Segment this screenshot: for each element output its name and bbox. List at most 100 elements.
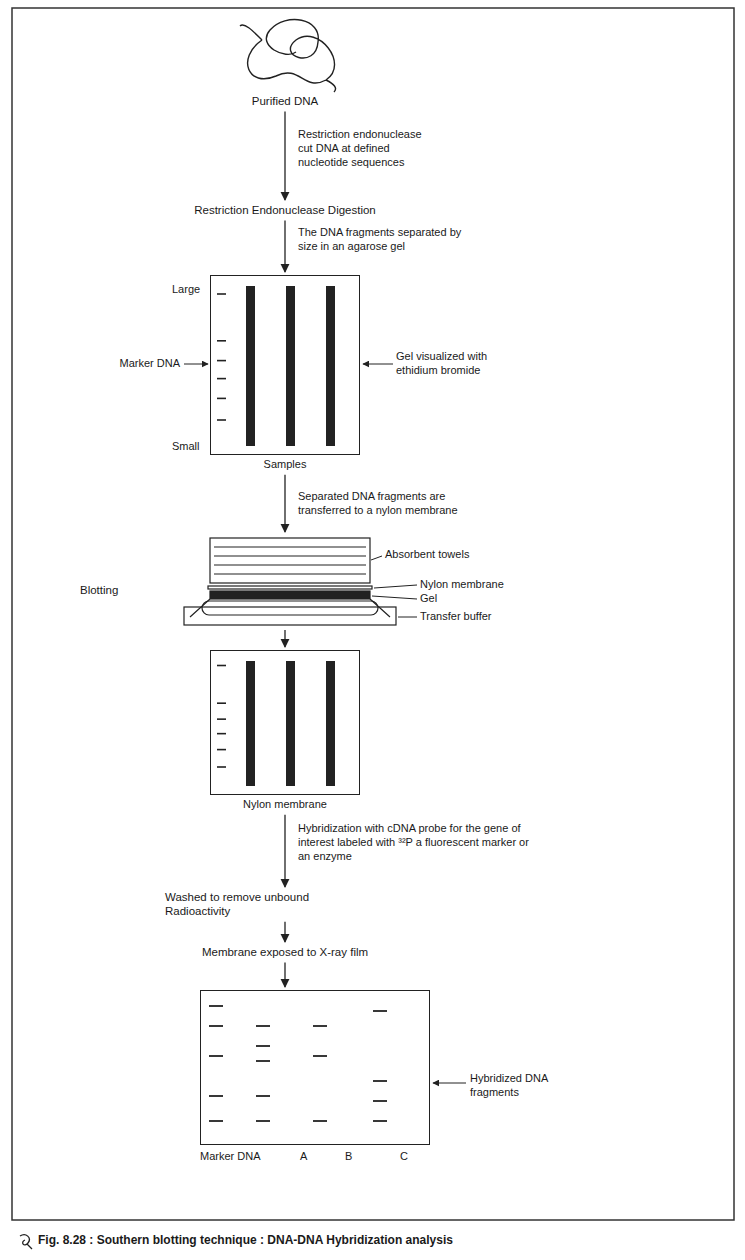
step-label: Blotting [80,583,140,597]
step-label: A [300,1150,345,1164]
marker-band [217,665,226,667]
blot-box [210,275,360,455]
sample-lane [286,661,295,786]
flow-arrow [284,962,285,987]
hybridized-band [209,1055,223,1057]
hybridized-band [373,1010,387,1012]
marker-band [217,398,226,400]
marker-band [217,378,226,380]
leader-line [371,556,382,560]
part-label: Transfer buffer [420,610,492,624]
towel-layer [214,564,366,565]
hybridized-band [373,1080,387,1082]
flow-arrow [284,220,285,272]
part-label: Small [172,440,200,454]
step-label: Nylon membrane [210,798,360,812]
step-label: B [345,1150,400,1164]
hybridized-band [256,1060,270,1062]
hybridized-band [256,1045,270,1047]
hybridized-band [209,1025,223,1027]
band-lane [209,1006,223,1121]
flow-arrow [284,475,285,532]
hybridized-band [373,1120,387,1122]
step-label: Purified DNA [220,94,350,108]
step-note: Hybridization with cDNA probe for the ge… [298,822,543,863]
step-label: Samples [210,458,360,472]
marker-band [217,340,226,342]
gel-slab [210,591,370,599]
step-text: Washed to remove unbound Radioactivity [165,890,325,919]
flow-arrow [284,922,285,942]
step-label: Membrane exposed to X-ray film [180,945,390,959]
step-label: Washed to remove unbound Radioactivity [165,890,325,919]
flow-arrow [284,630,285,647]
hybridized-band [313,1025,327,1027]
dna-strand [240,20,336,92]
band-drawing [201,991,431,1146]
hybridized-band [209,1005,223,1007]
part-label: Marker DNA [80,357,180,371]
hybridized-band [256,1120,270,1122]
flow-arrow [284,815,285,887]
part-label: Hybridized DNA fragments [470,1072,565,1100]
leader-arrow [184,364,208,365]
step-note: Separated DNA fragments are transferred … [298,490,488,518]
buffer-tray [184,607,396,625]
marker-band [217,718,226,720]
leader-arrow [363,364,393,365]
nylon-membrane: Nylon membrane [210,650,360,812]
marker-band [217,766,226,768]
blot-drawing [80,535,410,627]
part-label: Gel [420,592,437,606]
hybridized-band [373,1100,387,1102]
sample-lane [246,286,255,446]
towel-layer [214,546,366,547]
frame [12,8,734,1220]
hybridized-band [313,1055,327,1057]
caption-icon [20,1235,32,1249]
part-label: Nylon membrane [420,578,504,592]
towel-layer [214,573,366,574]
part-label: Absorbent towels [385,548,469,562]
lane-labels: Marker DNAABC [200,1150,430,1164]
part-label: Large [172,283,200,297]
hybridized-band [256,1095,270,1097]
step-text: Membrane exposed to X-ray film [180,945,390,959]
marker-band [217,293,226,295]
step-text: Purified DNA [220,94,350,108]
step-label: C [400,1150,430,1164]
hybridized-band [256,1025,270,1027]
band-lane [256,1026,270,1121]
figure-caption: Fig. 8.28 : Southern blotting technique … [38,1233,453,1248]
lane-drawing [211,276,361,456]
marker-band [217,360,226,362]
wick [190,599,390,617]
lane-drawing [211,651,361,796]
leader-arrow [433,1083,466,1084]
marker-band [217,733,226,735]
part-label: Gel visualized with ethidium bromide [396,350,506,378]
step-text: Restriction Endonuclease Digestion [150,203,420,217]
marker-band [217,702,226,704]
membrane-sheet [208,586,372,589]
marker-band [217,749,226,751]
step-label: Restriction Endonuclease Digestion [150,203,420,217]
blot-box [210,650,360,795]
hybridized-band [313,1120,327,1122]
sample-lane [286,286,295,446]
band-lane [313,1026,327,1121]
sample-lane [326,661,335,786]
support-plate [202,601,378,615]
band-lane [373,1011,387,1121]
leader-line [398,617,417,618]
flow-arrow [284,111,285,200]
step-label: Marker DNA [200,1150,300,1164]
hybridized-band [209,1120,223,1122]
step-note: Restriction endonuclease cut DNA at defi… [298,128,438,169]
leader-line [374,585,417,588]
film-box [200,990,430,1145]
x-ray-film: Marker DNAABC [200,990,430,1164]
blotting-apparatus: Blotting [80,535,410,627]
agarose-gel: Samples [210,275,360,472]
